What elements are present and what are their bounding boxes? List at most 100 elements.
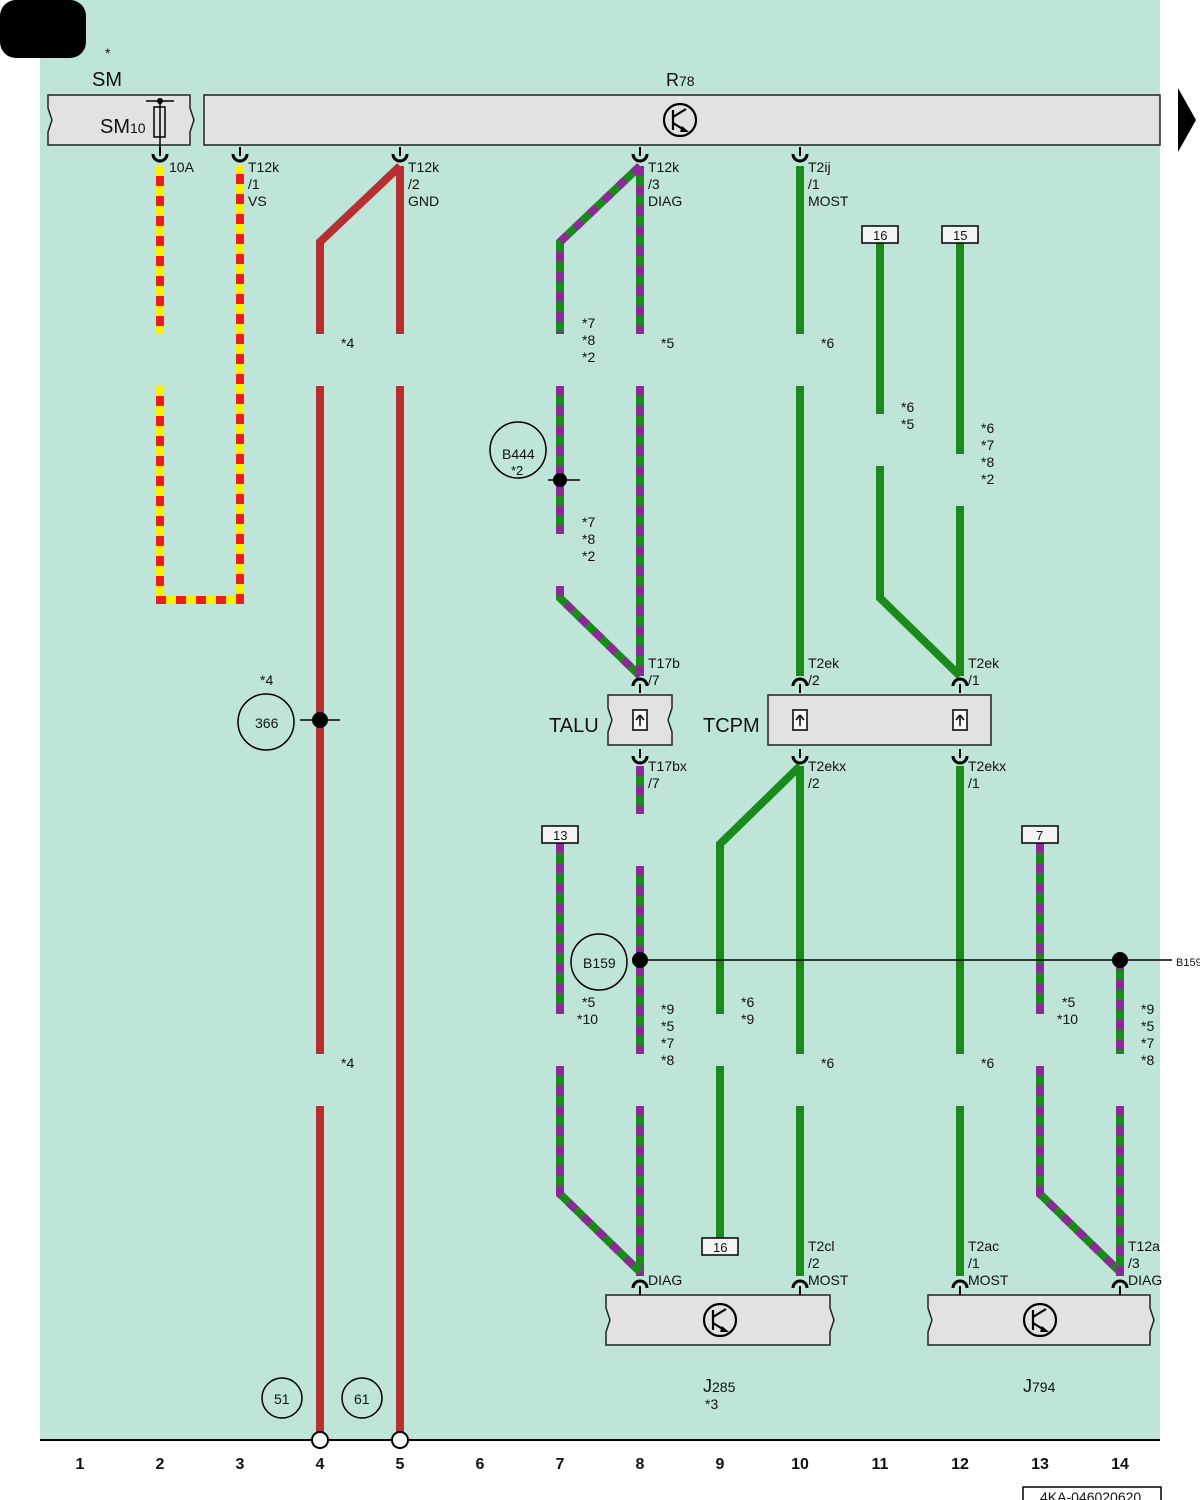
note-col7-low: *5*10 [577,994,598,1027]
svg-text:B444: B444 [502,446,535,462]
flag-15-top: 15 [941,225,979,244]
pin-t2ekx-1: T2ekx/1 [968,758,1006,791]
ref-51: 51 [261,1377,303,1419]
flag-16-top: 16 [861,225,899,244]
j794-box [927,1294,1155,1346]
splice-point [632,952,648,968]
column-number: 9 [716,1456,725,1473]
wire-diag [556,586,643,679]
note-col8-low: *9*5*7*8 [661,1001,674,1068]
wire-most [876,466,963,679]
column-number: 3 [236,1456,245,1473]
page-tab [0,0,86,58]
note-col7-top: *7*8*2 [582,315,595,365]
tcpm-label: TCPM [703,715,760,737]
talu-interface-icon [632,709,648,731]
ref-61: 61 [341,1377,383,1419]
splice-point [553,473,567,487]
control-unit-j285-icon [702,1302,738,1338]
flag-7: 7 [1021,825,1059,844]
svg-text:366: 366 [255,715,279,731]
svg-text:16: 16 [713,1240,727,1255]
wire-diag [1036,1066,1123,1275]
pin-t2ekx-2: T2ekx/2 [808,758,846,791]
svg-text:B159: B159 [583,955,616,971]
note-col9-low: *6*9 [741,994,754,1027]
note-col10-low: *6 [821,1055,834,1071]
sm10-label: SM10 [100,116,146,138]
column-number: 11 [872,1456,889,1473]
control-unit-r78-icon [662,102,698,138]
r78-label: R78 [666,70,695,90]
svg-text:4KA-046020620: 4KA-046020620 [1040,1489,1141,1500]
column-number: 2 [156,1456,165,1473]
tcpm-interface-icon [952,709,968,731]
pin-t2ek-2: T2ek/2 [808,655,840,688]
tcpm-interface-icon [792,709,808,731]
sm-label: SM [92,69,122,91]
wire-most [716,763,803,1014]
svg-text:51: 51 [274,1391,290,1407]
note-col13-low: *5*10 [1057,994,1078,1027]
wire-power [156,166,244,604]
fuse-icon [146,98,174,150]
note-col7-mid: *7*8*2 [582,514,595,564]
wire-ground [316,163,403,334]
note-col10-top: *6 [821,335,834,351]
j285-note: *3 [705,1396,718,1412]
j285-label: J285 [703,1376,736,1396]
pin-t17bx-7: T17bx/7 [648,758,687,791]
wire-diag [556,1066,643,1275]
svg-text:15: 15 [953,228,967,243]
splice-point [1112,952,1128,968]
talu-label: TALU [549,715,599,737]
wiring [156,163,1124,1434]
doc-id-box: 4KA-046020620 [1022,1486,1162,1500]
column-number: 13 [1031,1456,1049,1473]
flag-16-low: 16 [701,1237,739,1256]
ref-366: 366 [237,693,295,751]
note-col8-top: *5 [661,335,674,351]
control-unit-j794-icon [1022,1302,1058,1338]
note-366: *4 [260,672,273,688]
column-number: 10 [791,1456,809,1473]
note-col4-top: *4 [341,335,354,351]
svg-text:*2: *2 [511,463,523,478]
splice-point [312,712,328,728]
note-col12: *6*7*8*2 [981,420,994,487]
j285-box [605,1294,835,1346]
pin-t17b-7: T17b/7 [648,655,680,688]
note-col4-low: *4 [341,1055,354,1071]
ground-terminal [311,1431,329,1449]
column-number: 8 [636,1456,645,1473]
column-number: 5 [396,1456,405,1473]
fuse-rating: 10A [169,159,195,175]
ref-b159: B159 [570,933,628,991]
column-number: 12 [951,1456,969,1473]
pin-t2ek-1: T2ek/1 [968,655,1000,688]
note-col14-low: *9*5*7*8 [1141,1001,1154,1068]
j794-label: J794 [1023,1376,1056,1396]
column-number: 1 [76,1456,85,1473]
asterisk-mark: * [105,45,111,61]
svg-text:7: 7 [1036,828,1043,843]
flag-13: 13 [541,825,579,844]
diagram-background [40,0,1160,1440]
column-number: 7 [556,1456,565,1473]
ref-b444: B444 *2 [489,421,547,479]
pin-diag-j285: DIAG [648,1272,682,1288]
next-page-arrow-icon[interactable] [1178,88,1196,152]
note-col12-low: *6 [981,1055,994,1071]
svg-text:16: 16 [873,228,887,243]
b159-edge-label: B159 [1176,957,1200,969]
column-number: 14 [1111,1456,1129,1473]
column-number: 4 [316,1456,325,1473]
note-col11: *6*5 [901,399,914,432]
